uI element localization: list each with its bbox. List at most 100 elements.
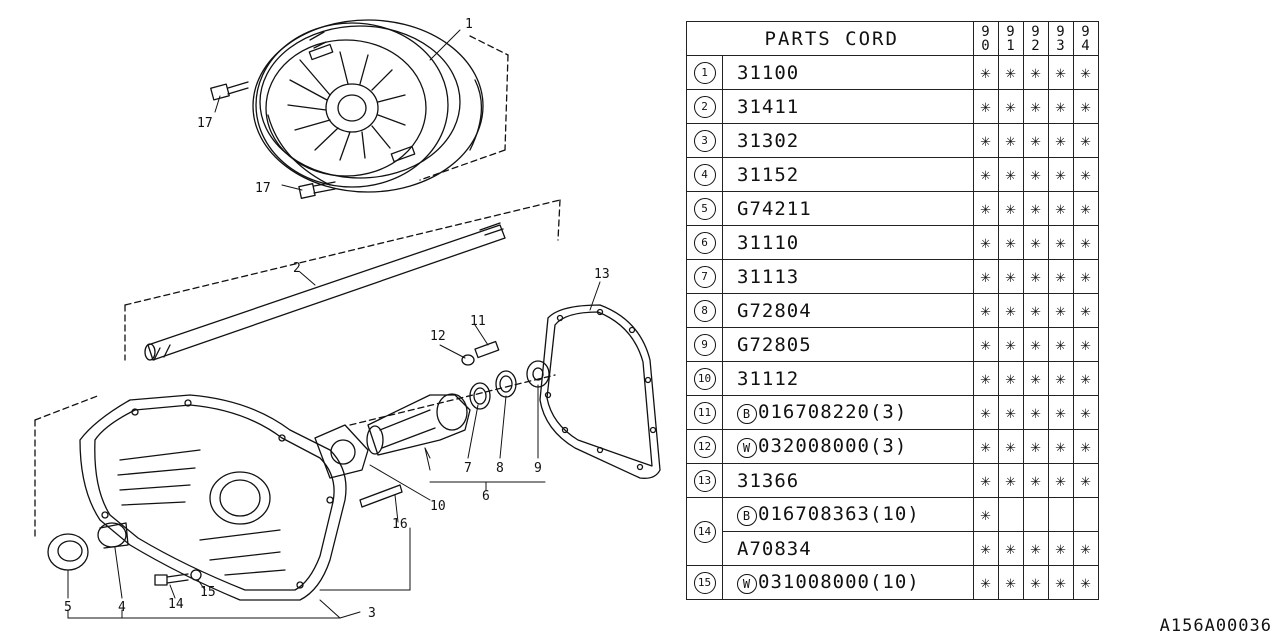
applicability-mark: ✳: [972, 225, 999, 260]
applicability-mark: ✳: [1022, 225, 1049, 260]
applicability-mark: ✳: [1047, 55, 1074, 90]
applicability-mark: ✳: [1022, 463, 1049, 498]
applicability-mark: ✳: [1022, 259, 1049, 294]
applicability-mark: ✳: [972, 497, 999, 532]
applicability-mark: [997, 497, 1024, 532]
item-number: 9: [693, 334, 716, 356]
part-code-cell: 31366: [722, 463, 974, 498]
applicability-mark: ✳: [972, 327, 999, 362]
callout-2: 2: [293, 261, 301, 276]
applicability-mark: ✳: [997, 157, 1024, 192]
applicability-mark: ✳: [1047, 225, 1074, 260]
part-code-cell: 31112: [722, 361, 974, 396]
applicability-mark: ✳: [1022, 395, 1049, 430]
part-code: 31113: [737, 265, 800, 288]
applicability-mark: ✳: [972, 123, 999, 158]
applicability-mark: ✳: [997, 89, 1024, 124]
applicability-mark: [1022, 497, 1049, 532]
applicability-mark: ✳: [1047, 463, 1074, 498]
part-code: 31302: [737, 129, 800, 152]
applicability-mark: ✳: [1072, 395, 1099, 430]
item-number-cell: 2: [686, 89, 723, 124]
callout-4: 4: [118, 600, 126, 615]
parts-7-8-9-seals: [469, 360, 550, 410]
part-code-cell: 31411: [722, 89, 974, 124]
callout-3: 3: [368, 606, 376, 621]
applicability-mark: ✳: [972, 191, 999, 226]
applicability-mark: ✳: [1072, 361, 1099, 396]
item-number: 13: [693, 470, 716, 492]
part-prefix-mark: B: [737, 404, 757, 424]
applicability-mark: ✳: [1072, 531, 1099, 566]
part-17-bolts: [210, 81, 336, 199]
applicability-mark: ✳: [972, 55, 999, 90]
applicability-mark: ✳: [1047, 191, 1074, 226]
part-code: 31100: [737, 61, 800, 84]
applicability-mark: ✳: [1047, 89, 1074, 124]
applicability-mark: ✳: [972, 361, 999, 396]
diagram-reference-code: A156A00036: [1159, 616, 1272, 636]
callout-labels: 1 2 3 4 5 6 7 8 9 10 11 12 13 14 15 16 1…: [64, 17, 610, 621]
item-number: 11: [693, 402, 716, 424]
table-row: A70834✳✳✳✳✳: [687, 531, 1099, 566]
item-number: 14: [693, 521, 716, 543]
part-5-seal: [47, 533, 89, 571]
applicability-mark: [1072, 497, 1099, 532]
part-code: 31366: [737, 469, 800, 492]
callout-8: 8: [496, 461, 504, 476]
applicability-mark: ✳: [997, 565, 1024, 600]
item-number-cell: 8: [686, 293, 723, 328]
part-code: 31112: [737, 367, 800, 390]
applicability-mark: ✳: [1072, 55, 1099, 90]
applicability-mark: ✳: [972, 463, 999, 498]
item-number-cell: 13: [686, 463, 723, 498]
item-number-cell: 4: [686, 157, 723, 192]
item-number: 15: [693, 572, 716, 594]
applicability-mark: ✳: [1072, 463, 1099, 498]
item-number-cell: 7: [686, 259, 723, 294]
part-code-cell: 31302: [722, 123, 974, 158]
applicability-mark: ✳: [1047, 531, 1074, 566]
part-code-cell: G74211: [722, 191, 974, 226]
applicability-mark: ✳: [1047, 293, 1074, 328]
item-number-cell: 15: [686, 565, 723, 600]
callout-7: 7: [464, 461, 472, 476]
parts-14-15-bolt-washer: [154, 569, 202, 586]
part-code: 032008000: [758, 435, 870, 457]
part-code-cell: G72805: [722, 327, 974, 362]
part-10-plate: [314, 424, 369, 479]
applicability-mark: ✳: [1072, 293, 1099, 328]
applicability-mark: ✳: [1072, 123, 1099, 158]
applicability-mark: ✳: [1047, 361, 1074, 396]
part-13-gasket: [539, 304, 661, 479]
part-code-cell: G72804: [722, 293, 974, 328]
item-number-cell: 9: [686, 327, 723, 362]
callout-11: 11: [470, 314, 486, 329]
part-code-cell: 31113: [722, 259, 974, 294]
item-number: 10: [693, 368, 716, 390]
applicability-mark: ✳: [1022, 429, 1049, 464]
applicability-mark: ✳: [997, 123, 1024, 158]
part-code: 031008000: [758, 571, 870, 593]
item-number: 8: [693, 300, 716, 322]
part-code-cell: 31152: [722, 157, 974, 192]
applicability-mark: ✳: [1047, 157, 1074, 192]
applicability-mark: ✳: [972, 259, 999, 294]
part-code-cell: 31100: [722, 55, 974, 90]
item-number-cell: 12: [686, 429, 723, 464]
